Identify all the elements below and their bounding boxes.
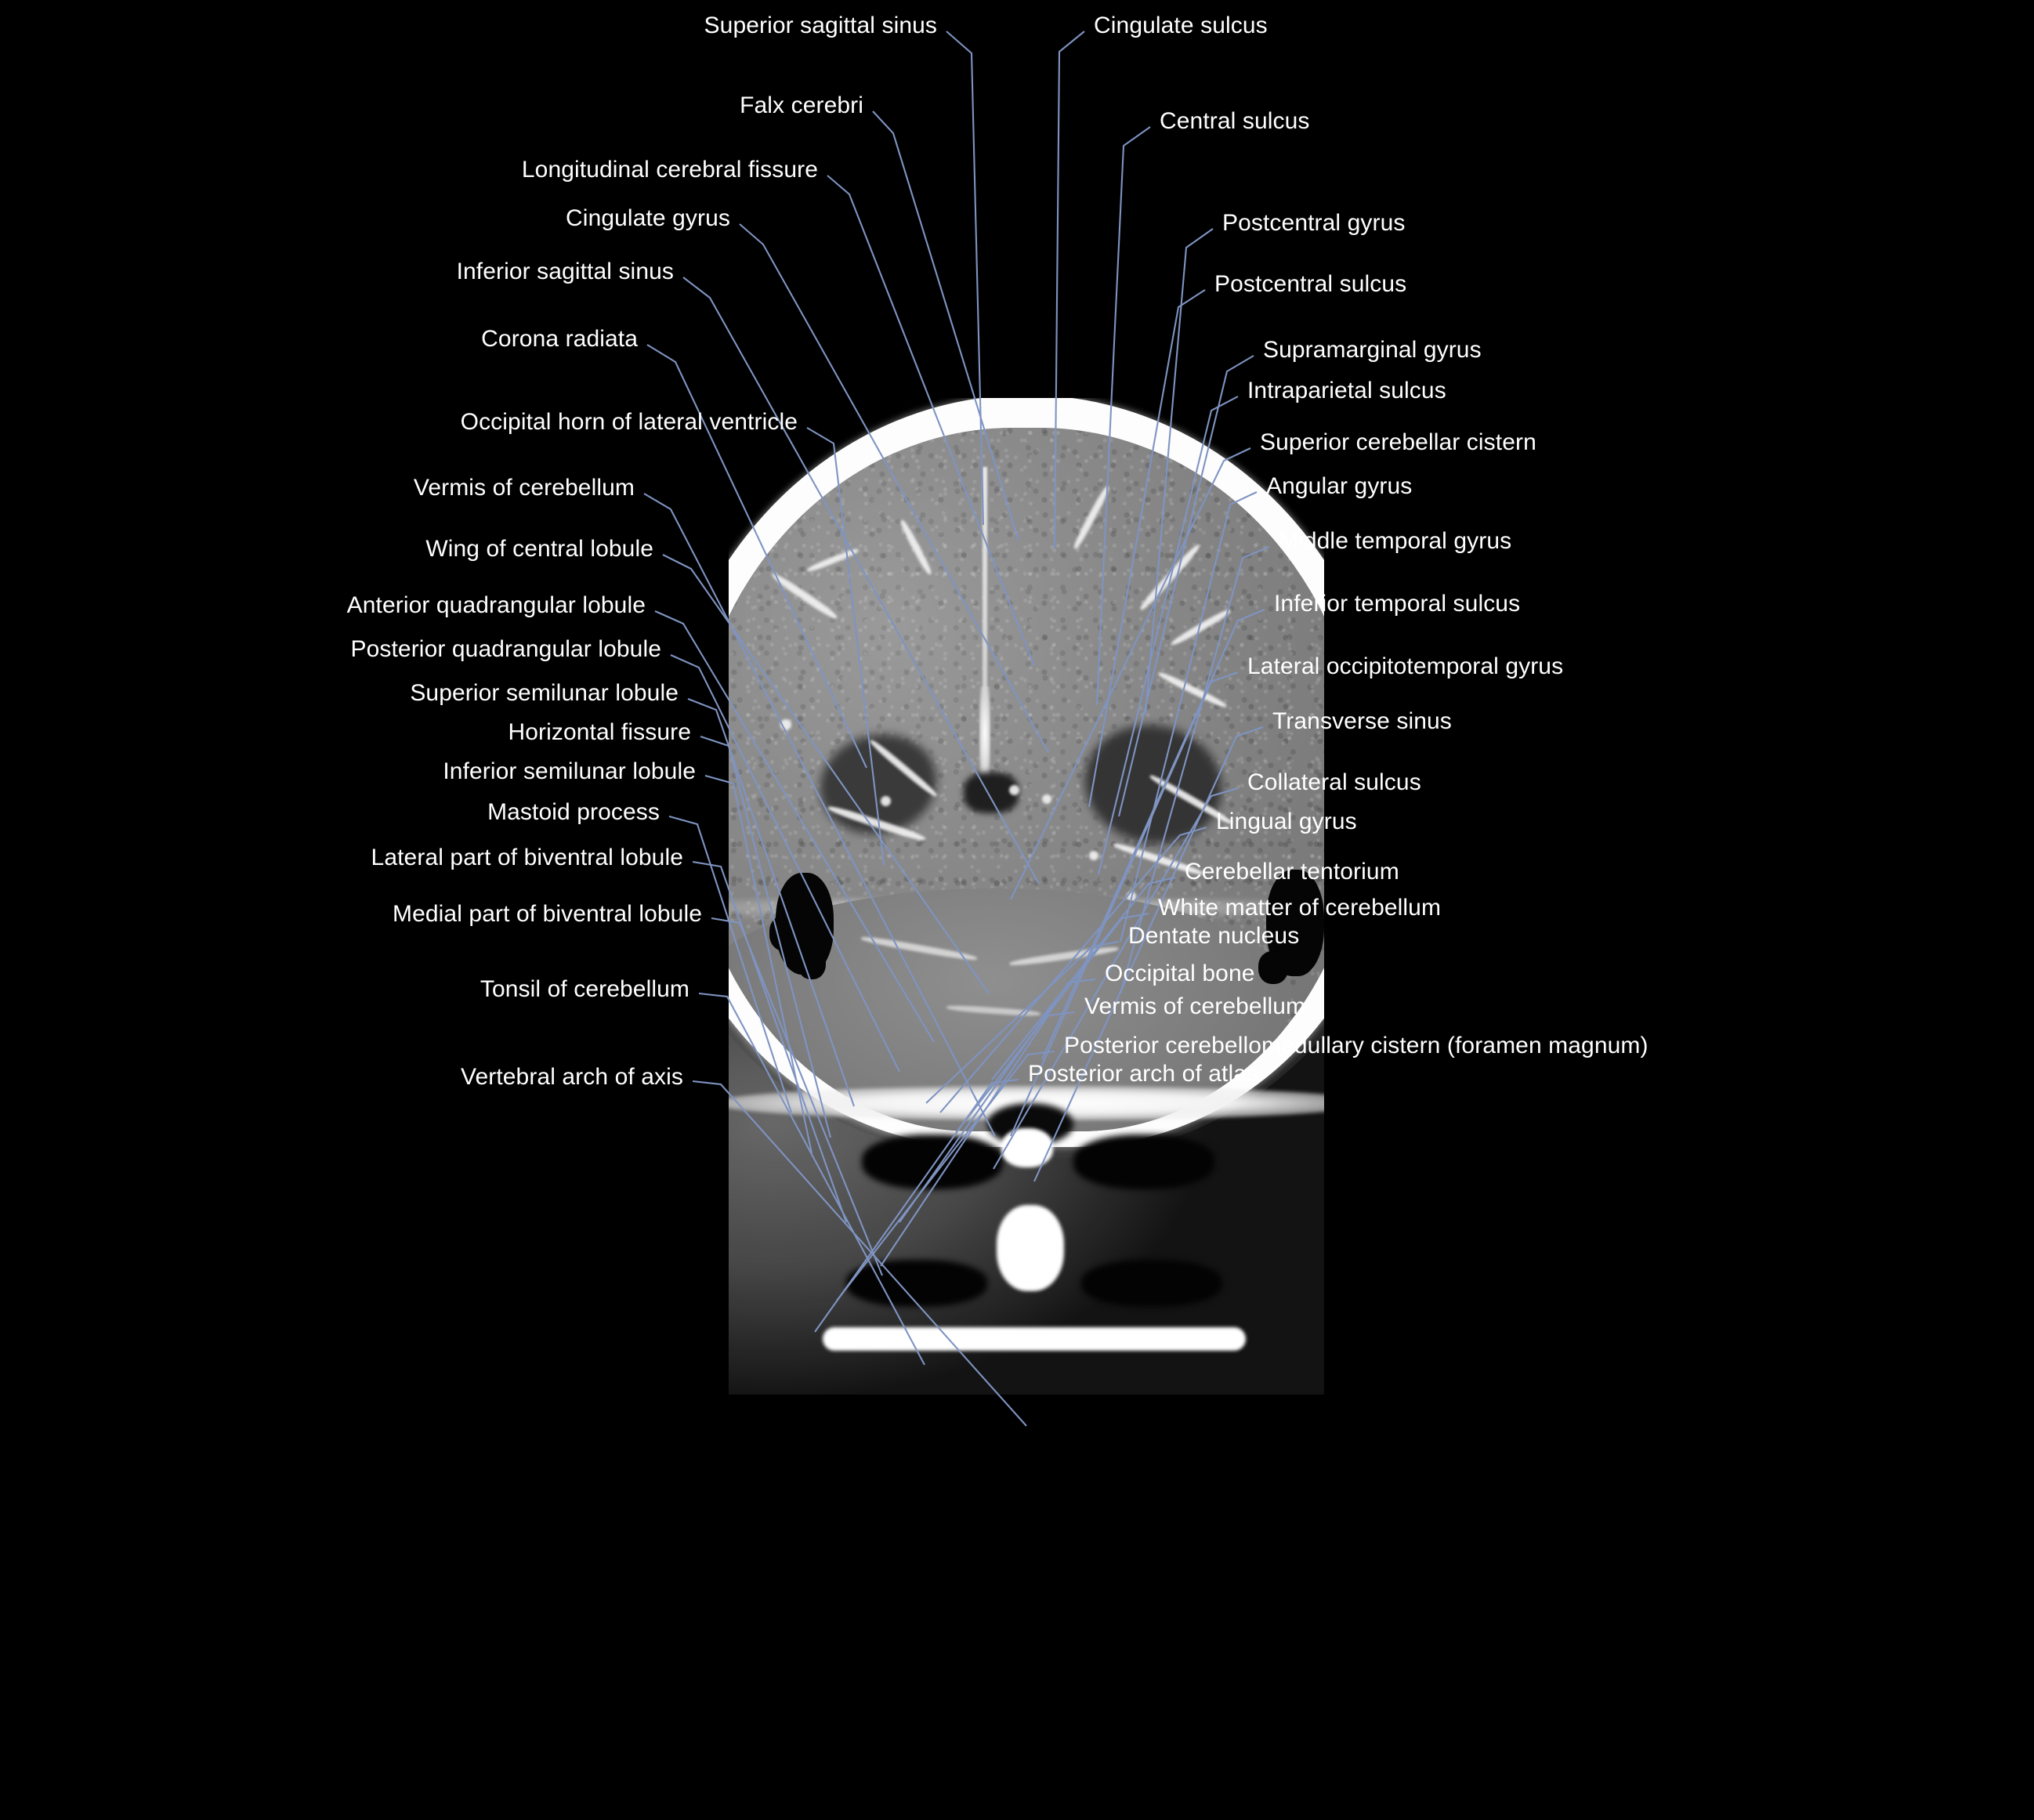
vessel-dot-5 — [1089, 851, 1098, 860]
vertebral-arch-of-axis-structure — [997, 1205, 1064, 1291]
lower-bone-band — [823, 1327, 1246, 1351]
label-mastoid-process: Mastoid process — [487, 799, 660, 825]
right-mastoid-cell-b — [1258, 951, 1288, 984]
right-lateral-ventricle — [1073, 712, 1233, 856]
label-superior-sagittal-sinus: Superior sagittal sinus — [704, 13, 937, 38]
label-horizontal-fissure: Horizontal fissure — [508, 719, 691, 745]
vessel-dot-4 — [1042, 794, 1051, 804]
sulcus-streak-2 — [806, 547, 860, 573]
label-corona-radiata: Corona radiata — [481, 326, 638, 352]
label-middle-temporal-gyrus: Middle temporal gyrus — [1279, 528, 1512, 554]
air-space-lower-right — [1081, 1260, 1222, 1307]
label-vermis-of-cerebellum-left: Vermis of cerebellum — [413, 475, 635, 501]
label-posterior-cerebellomedullary-cistern: Posterior cerebellomedullary cistern (fo… — [1064, 1033, 1649, 1058]
label-central-sulcus: Central sulcus — [1160, 108, 1310, 134]
label-vermis-of-cerebellum-right: Vermis of cerebellum — [1084, 993, 1306, 1019]
label-postcentral-sulcus: Postcentral sulcus — [1214, 271, 1407, 297]
label-angular-gyrus: Angular gyrus — [1266, 473, 1413, 499]
label-falx-cerebri: Falx cerebri — [740, 92, 863, 118]
label-posterior-arch-of-atlas: Posterior arch of atlas — [1028, 1061, 1259, 1087]
label-superior-semilunar-lobule: Superior semilunar lobule — [410, 680, 679, 706]
falx-cerebri-structure — [983, 467, 987, 710]
label-cingulate-sulcus: Cingulate sulcus — [1094, 13, 1268, 38]
label-inferior-semilunar-lobule: Inferior semilunar lobule — [443, 758, 696, 784]
label-supramarginal-gyrus: Supramarginal gyrus — [1263, 337, 1482, 363]
sulcus-streak-4 — [1071, 484, 1112, 551]
label-occipital-bone: Occipital bone — [1105, 961, 1255, 986]
right-mastoid-cell-a — [1287, 915, 1319, 953]
label-dentate-nucleus: Dentate nucleus — [1128, 923, 1300, 949]
sulcus-streak-7 — [1156, 670, 1229, 710]
label-lateral-occipitotemporal-gyrus: Lateral occipitotemporal gyrus — [1247, 653, 1564, 679]
air-space-right — [1073, 1134, 1214, 1189]
midline-vessel — [979, 686, 990, 780]
label-posterior-quadrangular-lobule: Posterior quadrangular lobule — [350, 636, 661, 662]
label-wing-of-central-lobule: Wing of central lobule — [425, 536, 653, 562]
label-white-matter-of-cerebellum: White matter of cerebellum — [1158, 895, 1442, 921]
label-medial-part-of-biventral-lobule: Medial part of biventral lobule — [393, 901, 702, 927]
label-occipital-horn-of-lateral-ventricle: Occipital horn of lateral ventricle — [460, 409, 798, 435]
brain-parenchyma — [729, 428, 1324, 1131]
label-transverse-sinus: Transverse sinus — [1272, 708, 1452, 734]
label-cingulate-gyrus: Cingulate gyrus — [566, 205, 730, 231]
label-superior-cerebellar-cistern: Superior cerebellar cistern — [1260, 429, 1536, 455]
air-space-left — [862, 1134, 1003, 1189]
posterior-arch-of-atlas-structure — [1001, 1128, 1053, 1167]
vessel-dot-1 — [780, 719, 791, 730]
label-postcentral-gyrus: Postcentral gyrus — [1222, 210, 1406, 236]
sulcus-streak-1 — [770, 571, 839, 621]
label-lingual-gyrus: Lingual gyrus — [1216, 809, 1357, 834]
label-anterior-quadrangular-lobule: Anterior quadrangular lobule — [346, 592, 646, 618]
label-cerebellar-tentorium: Cerebellar tentorium — [1185, 859, 1399, 885]
sulcus-streak-6 — [1170, 607, 1232, 647]
label-inferior-temporal-sulcus: Inferior temporal sulcus — [1274, 591, 1521, 617]
left-mastoid-cell-a — [769, 915, 801, 951]
label-intraparietal-sulcus: Intraparietal sulcus — [1247, 378, 1446, 403]
sulcus-streak-3 — [898, 518, 934, 577]
left-mastoid-cell-b — [798, 946, 826, 979]
label-longitudinal-cerebral-fissure: Longitudinal cerebral fissure — [521, 157, 818, 183]
vessel-dot-3 — [1009, 785, 1019, 795]
label-vertebral-arch-of-axis: Vertebral arch of axis — [460, 1064, 683, 1090]
label-tonsil-of-cerebellum: Tonsil of cerebellum — [480, 976, 689, 1002]
vessel-dot-2 — [881, 796, 891, 806]
sulcus-streak-5 — [1138, 542, 1202, 613]
label-lateral-part-of-biventral-lobule: Lateral part of biventral lobule — [371, 845, 683, 870]
air-space-lower-left — [846, 1260, 987, 1307]
label-collateral-sulcus: Collateral sulcus — [1247, 769, 1421, 795]
label-inferior-sagittal-sinus: Inferior sagittal sinus — [456, 259, 674, 284]
